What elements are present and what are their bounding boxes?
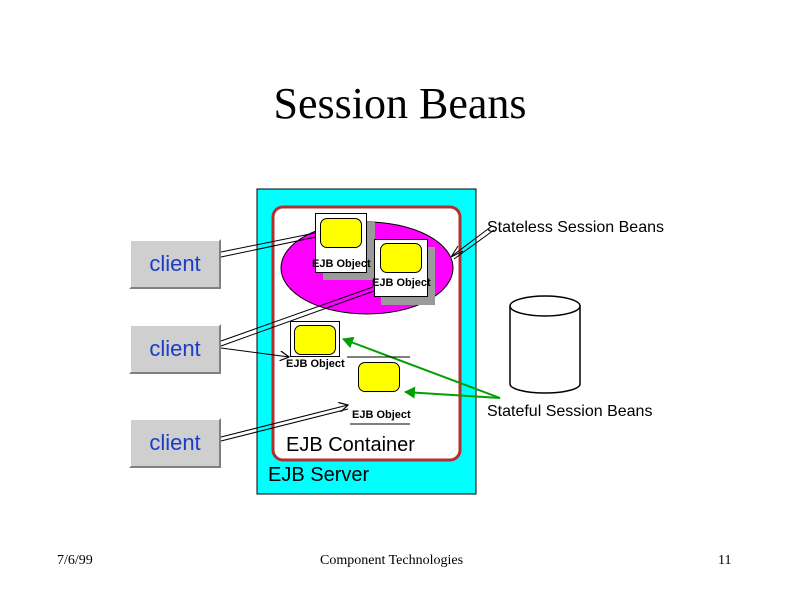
ejb-server-label: EJB Server xyxy=(268,464,370,486)
label-rule xyxy=(347,356,410,425)
client-connector xyxy=(220,347,289,357)
stateful-bean xyxy=(294,325,336,355)
slide-title: Session Beans xyxy=(273,79,527,128)
stateless-bean xyxy=(380,243,422,273)
footer-page-number: 11 xyxy=(718,553,732,568)
footer-center-text: Component Technologies xyxy=(320,553,464,568)
stateful-callout: Stateful Session Beans xyxy=(487,403,653,420)
ejb-object-label: EJB Object xyxy=(286,358,345,370)
database-icon xyxy=(509,295,581,394)
client-button-2[interactable]: client xyxy=(129,324,221,374)
client-button-3[interactable]: client xyxy=(129,418,221,468)
ejb-object-label: EJB Object xyxy=(372,277,431,289)
stateless-bean xyxy=(320,218,362,248)
client-button-1[interactable]: client xyxy=(129,239,221,289)
footer-date: 7/6/99 xyxy=(57,553,93,568)
stateless-callout: Stateless Session Beans xyxy=(487,219,664,236)
ejb-object-label: EJB Object xyxy=(352,409,411,421)
client-connector xyxy=(220,232,375,347)
stateful-callout-arrow xyxy=(342,336,501,399)
stateful-bean xyxy=(358,362,400,392)
stateless-callout-arrow xyxy=(450,225,495,260)
ejb-container-label: EJB Container xyxy=(286,434,415,456)
ejb-object-label: EJB Object xyxy=(312,258,371,270)
client-connector xyxy=(220,405,348,442)
